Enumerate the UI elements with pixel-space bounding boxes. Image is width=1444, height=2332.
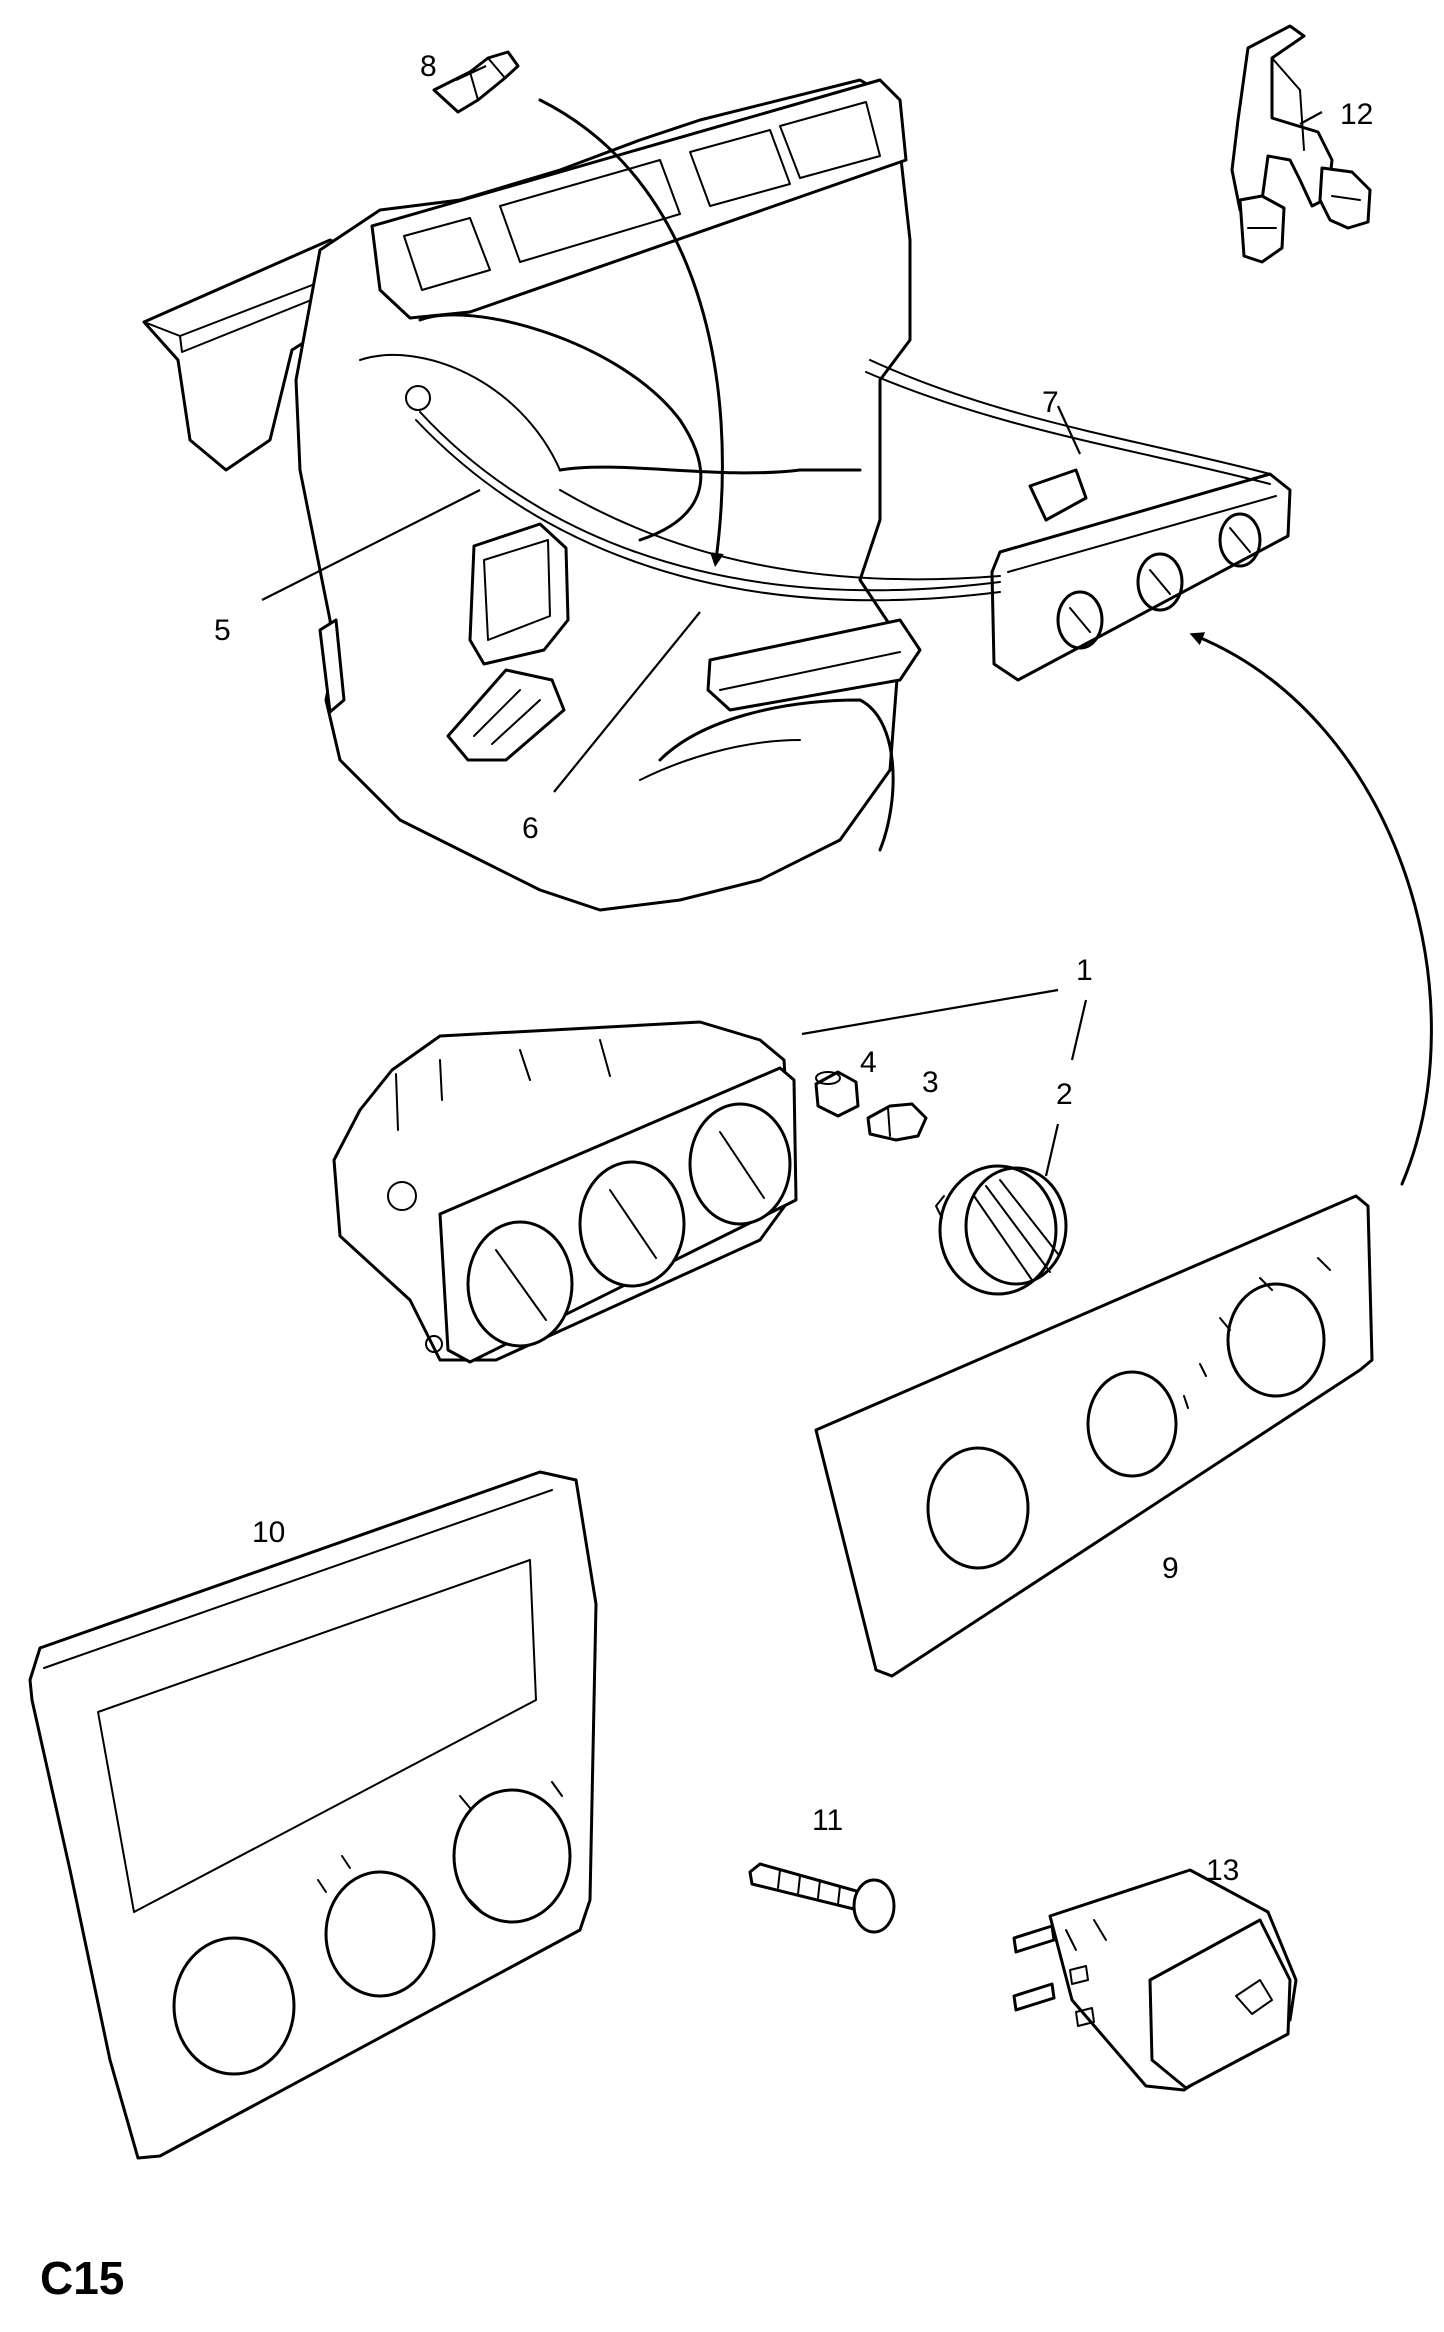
part-1-control-unit xyxy=(332,1020,798,1364)
callout-2: 2 xyxy=(1056,1078,1073,1111)
callout-3: 3 xyxy=(922,1066,939,1099)
callout-7: 7 xyxy=(1042,386,1059,419)
part-12-bracket xyxy=(1230,24,1372,264)
callout-5: 5 xyxy=(214,614,231,647)
part-3-bulb xyxy=(866,1102,928,1142)
control-cables xyxy=(415,359,1271,602)
callout-4: 4 xyxy=(860,1046,877,1079)
heater-housing xyxy=(142,78,922,912)
callout-9: 9 xyxy=(1162,1552,1179,1585)
arrow-8-to-housing xyxy=(538,98,724,567)
part-8-clip xyxy=(432,50,520,114)
callout-8: 8 xyxy=(420,50,437,83)
part-13-switch xyxy=(1012,1868,1298,2092)
callout-6: 6 xyxy=(522,812,539,845)
callout-1: 1 xyxy=(1076,954,1093,987)
part-4-bulb-holder xyxy=(814,1070,860,1118)
leader-lines xyxy=(261,65,1323,1177)
part-11-bolt xyxy=(748,1862,896,1934)
part-7-control-module xyxy=(990,468,1292,682)
part-9-faceplate xyxy=(814,1194,1374,1678)
part-2-knob xyxy=(935,1164,1068,1296)
diagram-code: C15 xyxy=(40,2252,124,2304)
callout-10: 10 xyxy=(252,1516,285,1549)
callout-12: 12 xyxy=(1340,98,1373,131)
callout-11: 11 xyxy=(812,1804,843,1837)
part-10-bezel xyxy=(28,1470,598,2160)
arrow-9-to-control xyxy=(1189,632,1433,1186)
callout-13: 13 xyxy=(1206,1854,1239,1887)
